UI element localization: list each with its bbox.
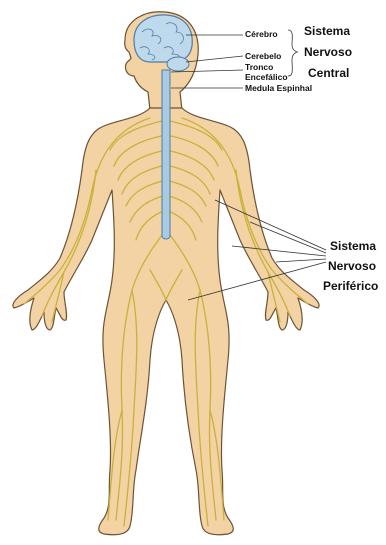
label-medula: Medula Espinhal xyxy=(245,84,312,93)
central-bracket xyxy=(288,30,298,76)
label-snc-line3: Central xyxy=(308,67,349,79)
spinal-cord xyxy=(162,70,170,239)
cerebellum-shape xyxy=(167,57,189,71)
label-snp-line1: Sistema xyxy=(330,240,376,252)
label-tronco-line1: Tronco xyxy=(245,63,273,72)
label-snc-line2: Nervoso xyxy=(304,46,352,58)
label-snc-line1: Sistema xyxy=(304,25,350,37)
label-cerebelo: Cerebelo xyxy=(245,52,281,61)
label-tronco-line2: Encefálico xyxy=(245,73,288,82)
leader-line-peripheral xyxy=(215,200,326,250)
label-snp-line2: Nervoso xyxy=(328,260,376,272)
label-cerebro: Cérebro xyxy=(245,30,278,39)
label-snp-line3: Periférico xyxy=(323,280,378,292)
leader-line-peripheral xyxy=(276,259,326,262)
